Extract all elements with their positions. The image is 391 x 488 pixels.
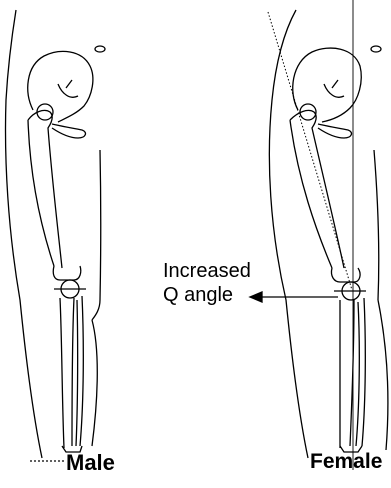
female-label: Female (310, 450, 382, 474)
female-fibula (356, 298, 365, 446)
female-thigh-outline-right (374, 150, 379, 300)
male-thigh-outline (6, 10, 42, 458)
male-knee-joint (53, 266, 81, 280)
male-acetabulum (58, 80, 78, 97)
female-thigh-outline (269, 10, 308, 458)
male-fibula (76, 296, 83, 446)
female-femur (290, 110, 344, 268)
female-shin-outline (378, 300, 388, 450)
female-marker (371, 46, 381, 52)
male-leg (6, 10, 105, 461)
female-leg (268, 0, 388, 470)
annotation-line-1: Increased (163, 260, 251, 283)
male-shin-outline (92, 320, 97, 446)
female-tibia (340, 300, 354, 448)
arrow-head (250, 292, 262, 302)
male-marker (95, 46, 105, 52)
male-femur (28, 110, 62, 268)
annotation-line-2: Q angle (163, 284, 233, 307)
male-label: Male (66, 450, 115, 476)
male-tibia (60, 298, 74, 448)
female-acetabulum (324, 80, 344, 97)
male-ischium (52, 124, 85, 138)
female-ischium (318, 124, 351, 138)
annotation-arrow (250, 292, 338, 302)
male-thigh-outline-right (92, 150, 101, 320)
